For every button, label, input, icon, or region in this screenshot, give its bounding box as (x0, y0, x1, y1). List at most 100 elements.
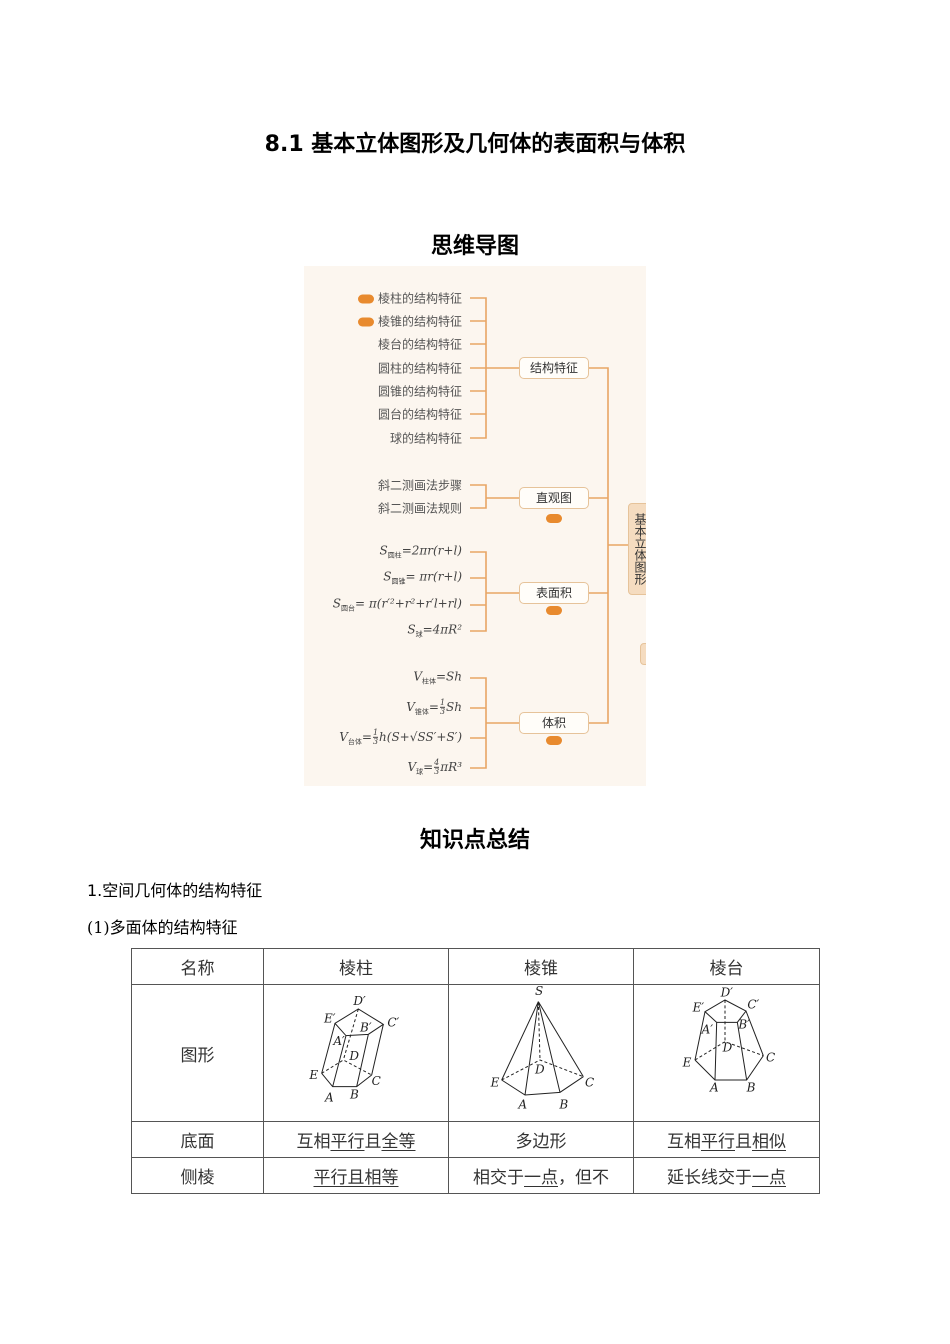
mind-map-item: 圆台的结构特征 (378, 406, 462, 423)
formula-subscript: 圆柱 (387, 551, 402, 560)
frustum-vertex-label: D (722, 1041, 733, 1055)
header-cell: 棱锥 (448, 948, 634, 985)
badge-icon (546, 514, 562, 523)
formula-subscript: 球 (416, 768, 424, 777)
prism-vertex-label: E (308, 1068, 318, 1082)
badge-icon (357, 294, 374, 304)
text: 互相 (667, 1132, 701, 1152)
formula-subscript: 圆锥 (391, 577, 406, 586)
item-label: 圆柱的结构特征 (377, 361, 462, 376)
frustum-vertex-label: C (766, 1051, 775, 1065)
underlined-text: 相似 (752, 1132, 786, 1152)
table-cell: 延长线交于一点 (633, 1157, 820, 1194)
item-label: 棱台的结构特征 (377, 337, 462, 352)
heading-polyhedra: (1)多面体的结构特征 (87, 918, 238, 937)
frustum-vertex-label: E (682, 1056, 692, 1070)
item-label: 棱柱的结构特征 (377, 291, 462, 306)
table-row: 侧棱 平行且相等 相交于一点，但不 延长线交于一点 (131, 1157, 820, 1194)
table-row: 底面 互相平行且全等 多边形 互相平行且相似 (131, 1121, 820, 1158)
frustum-vertex-label: A (709, 1081, 719, 1095)
mind-map-item: 圆锥的结构特征 (378, 383, 462, 400)
item-label: 球的结构特征 (389, 431, 462, 446)
branch-volume: 体积 (519, 712, 589, 734)
formula: S圆锥= πr(r+l) (383, 569, 462, 586)
row-label: 侧棱 (131, 1157, 264, 1194)
formula-subscript: 圆台 (341, 604, 356, 613)
prism-vertex-label: C (372, 1074, 381, 1088)
table-row-figure: 图形 (131, 984, 820, 1122)
prism-vertex-label: C′ (387, 1016, 399, 1030)
mind-map-item: 棱柱的结构特征 (357, 290, 462, 307)
frustum-vertex-label: E′ (692, 1001, 705, 1015)
mind-map-connectors (470, 297, 628, 769)
table-cell: 相交于一点，但不 (448, 1157, 634, 1194)
branch-surface-area: 表面积 (519, 582, 589, 604)
page-title: 8.1 基本立体图形及几何体的表面积与体积 (264, 132, 686, 157)
header-cell: 棱柱 (263, 948, 449, 985)
table-cell: 互相平行且全等 (263, 1121, 449, 1158)
frustum-vertex-label: D′ (720, 986, 734, 1000)
text: ，但不 (558, 1168, 609, 1188)
table-cell: 多边形 (448, 1121, 634, 1158)
formula-subscript: 球 (415, 630, 423, 639)
prism-vertex-label: B (349, 1087, 359, 1101)
pyramid-vertex-label: E (490, 1076, 500, 1090)
text: 延长线交于 (667, 1168, 752, 1188)
frustum-vertex-label: B′ (737, 1017, 750, 1031)
prism-vertex-label: D (348, 1049, 359, 1063)
mind-map: 棱柱的结构特征棱锥的结构特征棱台的结构特征圆柱的结构特征圆锥的结构特征圆台的结构… (304, 266, 646, 786)
header-cell: 棱台 (633, 948, 820, 985)
mind-map-item: 斜二测画法步骤 (377, 478, 462, 493)
formula: S圆台= π(r′²+r²+r′l+rl) (332, 596, 462, 613)
branch-structure: 结构特征 (519, 357, 589, 379)
pyramid-vertex-label: B (558, 1097, 568, 1111)
item-label: 圆锥的结构特征 (377, 384, 462, 399)
pyramid-vertex-label: S (535, 985, 543, 998)
pyramid-vertex-label: A (517, 1097, 527, 1111)
underlined-text: 平行 (330, 1132, 365, 1152)
underlined-text: 平行 (701, 1132, 735, 1152)
formula: S圆柱=2πr(r+l) (379, 543, 462, 560)
frustum-figure-cell (633, 984, 820, 1122)
text: 且 (735, 1132, 752, 1152)
prism-vertex-label: B′ (359, 1021, 372, 1035)
prism-vertex-label: E′ (323, 1011, 336, 1025)
formula-subscript: 锥体 (414, 708, 429, 717)
frustum-vertex-label: C′ (747, 997, 759, 1011)
prism-figure (321, 1008, 385, 1088)
row-label: 底面 (131, 1121, 264, 1158)
text: 且 (364, 1132, 382, 1152)
badge-icon (546, 606, 562, 615)
mind-map-item: 斜二测画法规则 (377, 501, 462, 516)
pyramid-vertex-label: C (585, 1076, 594, 1090)
mind-map-cut-node (640, 643, 646, 665)
text: 多边形 (515, 1132, 567, 1152)
underlined-text: 全等 (381, 1132, 416, 1152)
underlined-text: 一点 (524, 1168, 558, 1188)
branch-intuitive-diagram: 直观图 (519, 487, 589, 509)
formula-subscript: 台体 (347, 738, 362, 747)
item-label: 棱锥的结构特征 (377, 314, 462, 329)
frustum-figure (694, 999, 764, 1081)
text: 相交于 (473, 1168, 524, 1188)
frustum-vertex-label: A′ (701, 1022, 714, 1036)
row-label: 图形 (131, 984, 264, 1122)
badge-icon (357, 317, 374, 327)
frustum-vertex-label: B (746, 1081, 756, 1095)
header-cell: 名称 (131, 948, 264, 985)
prism-vertex-label: D′ (352, 994, 366, 1008)
text: 互相 (296, 1132, 331, 1152)
table-cell: 互相平行且相似 (633, 1121, 820, 1158)
mind-map-item: 棱锥的结构特征 (357, 313, 462, 330)
mind-map-root: 基本立体图形 (628, 503, 646, 595)
heading-structure: 1.空间几何体的结构特征 (87, 881, 263, 900)
mind-map-item: 棱台的结构特征 (378, 336, 462, 353)
badge-icon (546, 736, 562, 745)
